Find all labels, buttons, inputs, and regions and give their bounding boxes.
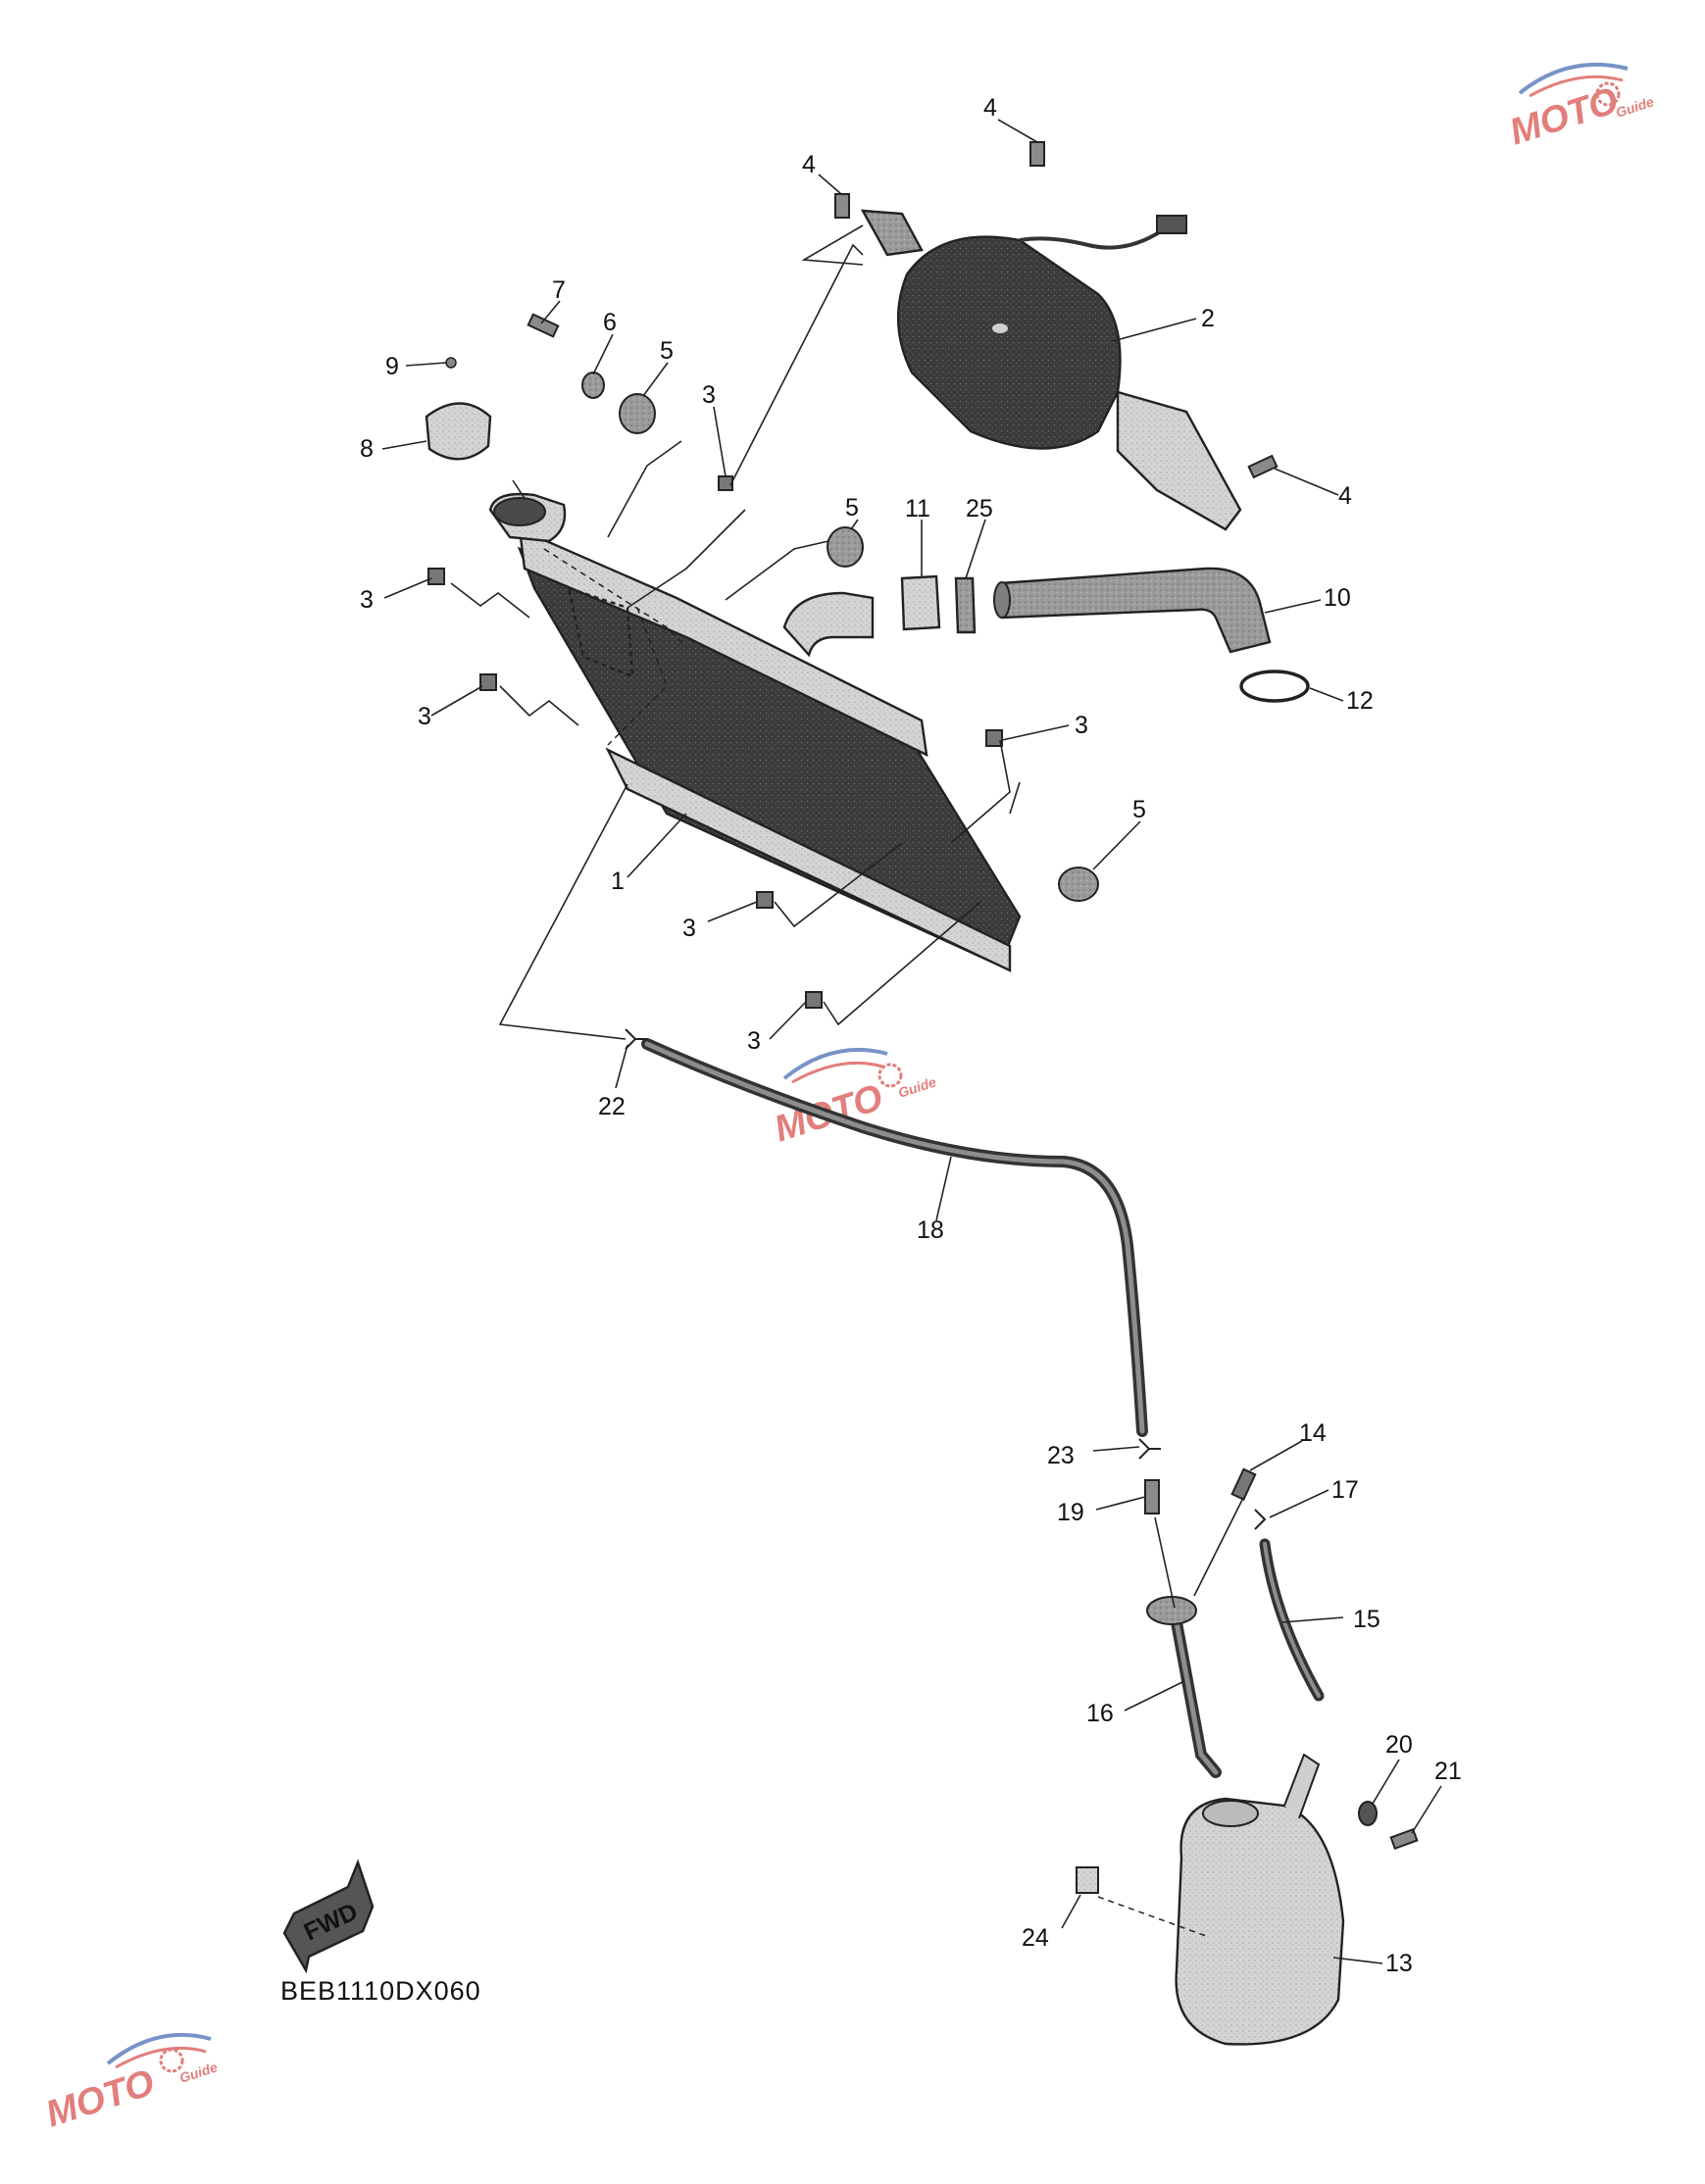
- grommet-part-5-c: [1058, 867, 1099, 902]
- callout-23: 23: [1047, 1442, 1075, 1469]
- callout-8: 8: [360, 435, 374, 463]
- callout-25: 25: [966, 495, 993, 522]
- callout-6: 6: [603, 309, 617, 336]
- leader-lines: [381, 119, 1442, 1964]
- callout-17: 17: [1331, 1476, 1359, 1504]
- svg-text:MOTO: MOTO: [41, 2062, 160, 2136]
- callout-3-left-upper: 3: [360, 586, 374, 614]
- watermark-logo-bottom-left: MOTO Guide: [41, 2032, 220, 2136]
- joint-part-14: [1230, 1467, 1257, 1501]
- callout-16: 16: [1086, 1700, 1114, 1727]
- grommet-part-5-b: [827, 526, 864, 568]
- hose-part-16: [1146, 1596, 1222, 1778]
- svg-text:Guide: Guide: [177, 2059, 220, 2086]
- nut-part-3-b: [427, 568, 445, 585]
- callout-14: 14: [1299, 1419, 1327, 1447]
- screw-part-9: [445, 357, 457, 369]
- hose-clamp-part-12: [1239, 670, 1310, 703]
- radiator-part-1: [488, 492, 1022, 972]
- forward-arrow-icon: FWD: [282, 1859, 375, 1974]
- clip-part-23: [1138, 1438, 1161, 1460]
- coolant-reservoir-part-13: [1175, 1753, 1345, 2046]
- hose-part-15: [1259, 1538, 1325, 1702]
- breather-hose-part-18: [641, 1038, 1148, 1437]
- callout-5-middle: 5: [845, 494, 859, 521]
- callout-13: 13: [1385, 1950, 1413, 1977]
- callout-1: 1: [611, 868, 625, 895]
- callout-12: 12: [1346, 687, 1374, 715]
- nut-part-3-c: [479, 673, 497, 691]
- callout-21: 21: [1434, 1758, 1462, 1785]
- callout-4-left: 4: [802, 151, 816, 178]
- grommet-part-5-a: [619, 393, 656, 434]
- bolt-part-4-a: [834, 193, 850, 219]
- radiator-cap-part-8: [425, 402, 492, 461]
- callout-18: 18: [917, 1216, 944, 1244]
- callout-4-top: 4: [983, 94, 997, 122]
- washer-part-20: [1358, 1801, 1378, 1826]
- bolt-part-4-b: [1029, 141, 1045, 167]
- nut-part-3-e: [756, 891, 774, 909]
- callout-20: 20: [1385, 1731, 1413, 1759]
- callout-2: 2: [1201, 305, 1215, 332]
- radiator-hose-part-10: [993, 567, 1272, 654]
- nut-part-3-a: [718, 475, 733, 491]
- callout-3-bottom-b: 3: [747, 1027, 761, 1055]
- nut-part-3-d: [985, 729, 1003, 747]
- callout-3-right: 3: [1075, 712, 1088, 739]
- callout-22: 22: [598, 1093, 626, 1120]
- cap-part-24: [1076, 1866, 1099, 1894]
- svg-text:Guide: Guide: [1614, 93, 1656, 121]
- callout-10: 10: [1324, 584, 1351, 612]
- collar-part-6: [581, 372, 605, 399]
- clip-part-17: [1254, 1509, 1267, 1530]
- callout-3-top: 3: [702, 381, 716, 409]
- bolt-part-21: [1389, 1827, 1419, 1851]
- nut-part-3-f: [805, 991, 823, 1009]
- diagram-code: BEB1110DX060: [280, 1976, 481, 2006]
- hose-joint-part-11: [900, 574, 941, 631]
- callout-24: 24: [1022, 1924, 1049, 1952]
- callout-11: 11: [905, 495, 930, 522]
- callout-5-bottom: 5: [1132, 796, 1146, 823]
- hose-clamp-part-25: [954, 576, 977, 634]
- callout-5-top: 5: [660, 337, 674, 365]
- joint-part-19: [1144, 1479, 1160, 1514]
- callout-labels: 4 4 2 7 6 9 5 8 3 4 5 11 25 3 10 3 12 3 …: [360, 94, 1462, 1977]
- callout-3-left-lower: 3: [418, 703, 431, 730]
- callout-3-bottom-a: 3: [682, 915, 696, 942]
- bolt-part-7: [527, 313, 560, 338]
- callout-9: 9: [385, 353, 399, 380]
- callout-15: 15: [1353, 1606, 1380, 1633]
- callout-4-right: 4: [1338, 482, 1352, 510]
- clip-part-22: [625, 1028, 647, 1050]
- watermark-logo-top-right: MOTO Guide: [1505, 62, 1656, 154]
- callout-7: 7: [552, 276, 566, 304]
- svg-text:Guide: Guide: [896, 1073, 938, 1101]
- callout-19: 19: [1057, 1499, 1084, 1526]
- bolt-part-4-c: [1247, 454, 1279, 479]
- fan-shroud-part-2: [860, 209, 1242, 531]
